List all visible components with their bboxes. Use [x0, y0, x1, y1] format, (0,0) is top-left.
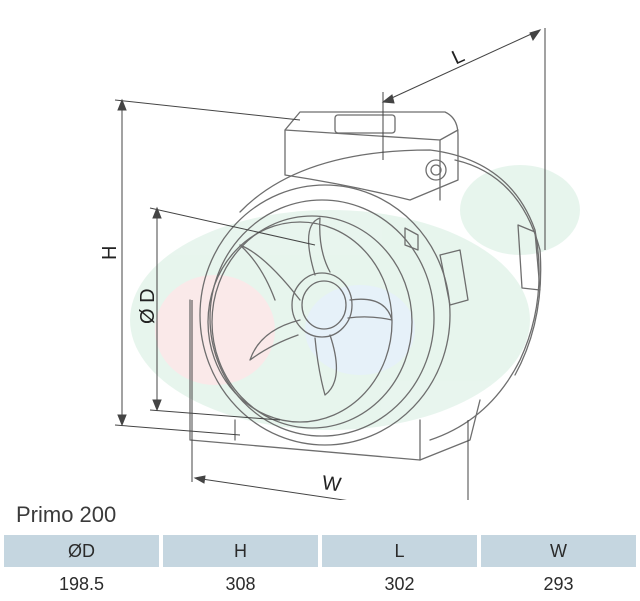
- value-diameter: 198.5: [58, 573, 105, 594]
- header-width: W: [481, 535, 636, 567]
- spec-header-row: ØD H L W: [4, 535, 636, 567]
- header-diameter: ØD: [4, 535, 159, 567]
- value-width: 293: [543, 573, 574, 594]
- watermark-logo: [130, 165, 580, 430]
- spec-table: ØD H L W 198.5 308 302 293: [0, 535, 640, 601]
- dim-label-h: H: [99, 246, 121, 260]
- spec-value-row: 198.5 308 302 293: [4, 567, 636, 601]
- dim-label-d: Ø D: [137, 288, 159, 324]
- value-length: 302: [384, 573, 415, 594]
- value-height: 308: [225, 573, 256, 594]
- header-height: H: [163, 535, 318, 567]
- header-length: L: [322, 535, 477, 567]
- dim-label-l: L: [449, 45, 468, 70]
- model-title: Primo 200: [16, 502, 117, 527]
- dim-label-w: W: [321, 472, 343, 496]
- fan-dimension-drawing: L H Ø D W: [99, 28, 580, 500]
